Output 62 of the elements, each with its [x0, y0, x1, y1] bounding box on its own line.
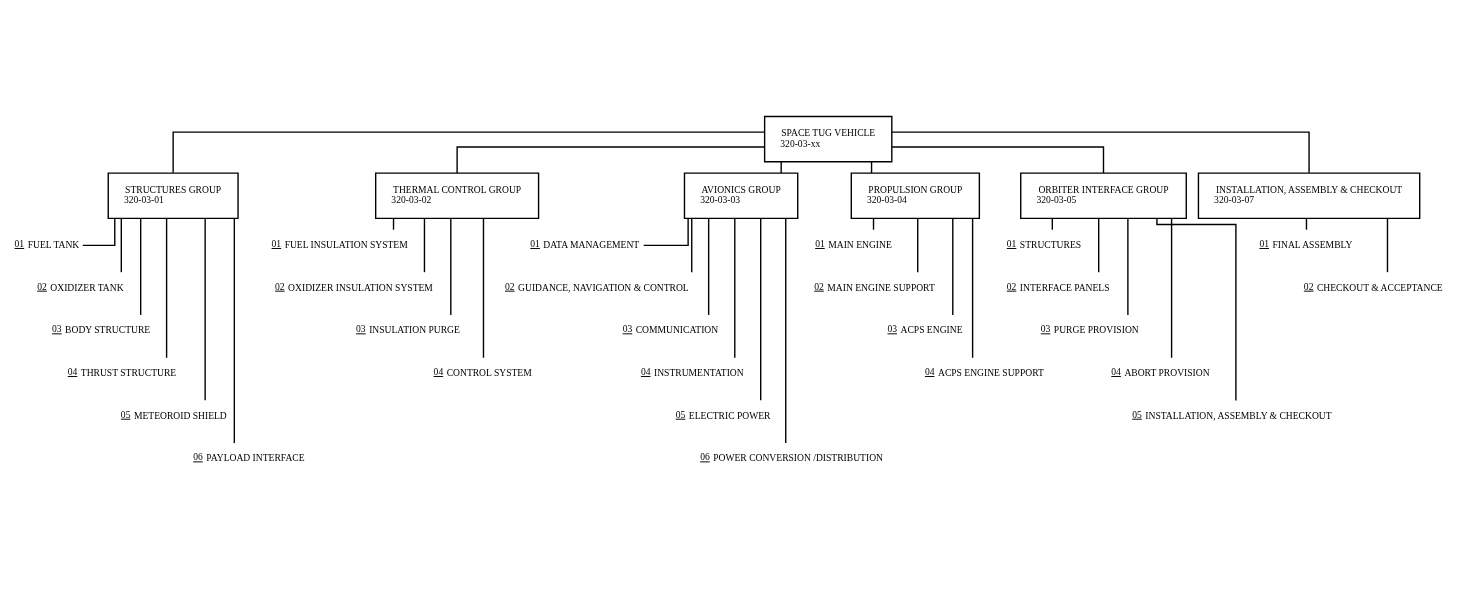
connector — [780, 160, 782, 174]
node-text: 04 THRUST STRUCTURE — [67, 365, 177, 378]
node-text: 02 OXIDIZER INSULATION SYSTEM — [275, 280, 433, 293]
connector — [891, 130, 1310, 173]
connector — [1156, 217, 1237, 401]
connector — [691, 217, 693, 273]
node-text: 04 CONTROL SYSTEM — [433, 365, 532, 378]
node-text: 02 INTERFACE PANELS — [1006, 280, 1110, 293]
node-box: STRUCTURES GROUP 320-03-01 — [107, 171, 239, 219]
node-text: 05 ELECTRIC POWER — [675, 408, 771, 421]
node-text: 03 INSULATION PURGE — [356, 322, 460, 335]
node-box: INSTALLATION, ASSEMBLY & CHECKOUT 320-03-07 — [1197, 171, 1421, 219]
connector — [482, 217, 485, 358]
connector — [456, 145, 766, 174]
node-text: 05 INSTALLATION, ASSEMBLY & CHECKOUT — [1132, 408, 1332, 421]
connector — [233, 217, 236, 444]
connector — [204, 217, 206, 401]
node-box: ORBITER INTERFACE GROUP 320-03-05 — [1020, 171, 1187, 219]
node-box: SPACE TUG VEHICLE 320-03-xx — [763, 115, 893, 162]
node-text: 06 PAYLOAD INTERFACE — [193, 450, 305, 463]
node-text: 02 GUIDANCE, NAVIGATION & CONTROL — [505, 280, 689, 293]
node-text: 06 POWER CONVERSION /DISTRIBUTION — [700, 450, 883, 463]
node-text: 04 ABORT PROVISION — [1111, 365, 1210, 378]
node-box: PROPULSION GROUP 320-03-04 — [850, 171, 981, 219]
connector — [917, 217, 919, 273]
connector — [734, 217, 736, 358]
node-text: 03 COMMUNICATION — [622, 322, 719, 335]
node-text: 02 OXIDIZER TANK — [37, 280, 124, 293]
node-box: THERMAL CONTROL GROUP 320-03-02 — [374, 171, 540, 219]
connector — [82, 217, 116, 246]
connector — [707, 217, 710, 316]
connector — [172, 130, 766, 173]
connector — [1386, 217, 1389, 273]
connector — [120, 217, 122, 273]
connector — [450, 217, 452, 316]
connector — [891, 145, 1105, 174]
connector — [1127, 217, 1129, 316]
node-text: 02 CHECKOUT & ACCEPTANCE — [1303, 280, 1443, 293]
node-text: 01 STRUCTURES — [1006, 237, 1082, 250]
connector — [423, 217, 426, 273]
connector — [952, 217, 954, 316]
node-text: 01 FUEL TANK — [14, 237, 80, 250]
node-text: 01 MAIN ENGINE — [815, 237, 892, 250]
node-box: AVIONICS GROUP 320-03-03 — [683, 171, 799, 219]
node-text: 04 ACPS ENGINE SUPPORT — [924, 365, 1044, 378]
connector — [971, 217, 974, 358]
connector — [1098, 217, 1100, 273]
connector — [760, 217, 762, 401]
node-text: 03 PURGE PROVISION — [1040, 322, 1139, 335]
connector — [642, 217, 689, 246]
node-text: 01 DATA MANAGEMENT — [530, 237, 640, 250]
node-text: 02 MAIN ENGINE SUPPORT — [814, 280, 935, 293]
node-text: 03 BODY STRUCTURE — [52, 322, 151, 335]
node-text: 01 FINAL ASSEMBLY — [1259, 237, 1353, 250]
connector — [140, 217, 142, 316]
connector — [785, 217, 787, 444]
connector — [165, 217, 168, 358]
node-text: 05 METEOROID SHIELD — [120, 408, 227, 421]
node-text: 01 FUEL INSULATION SYSTEM — [271, 237, 408, 250]
node-text: 04 INSTRUMENTATION — [640, 365, 744, 378]
node-text: 03 ACPS ENGINE — [887, 322, 963, 335]
connector — [1170, 217, 1173, 358]
